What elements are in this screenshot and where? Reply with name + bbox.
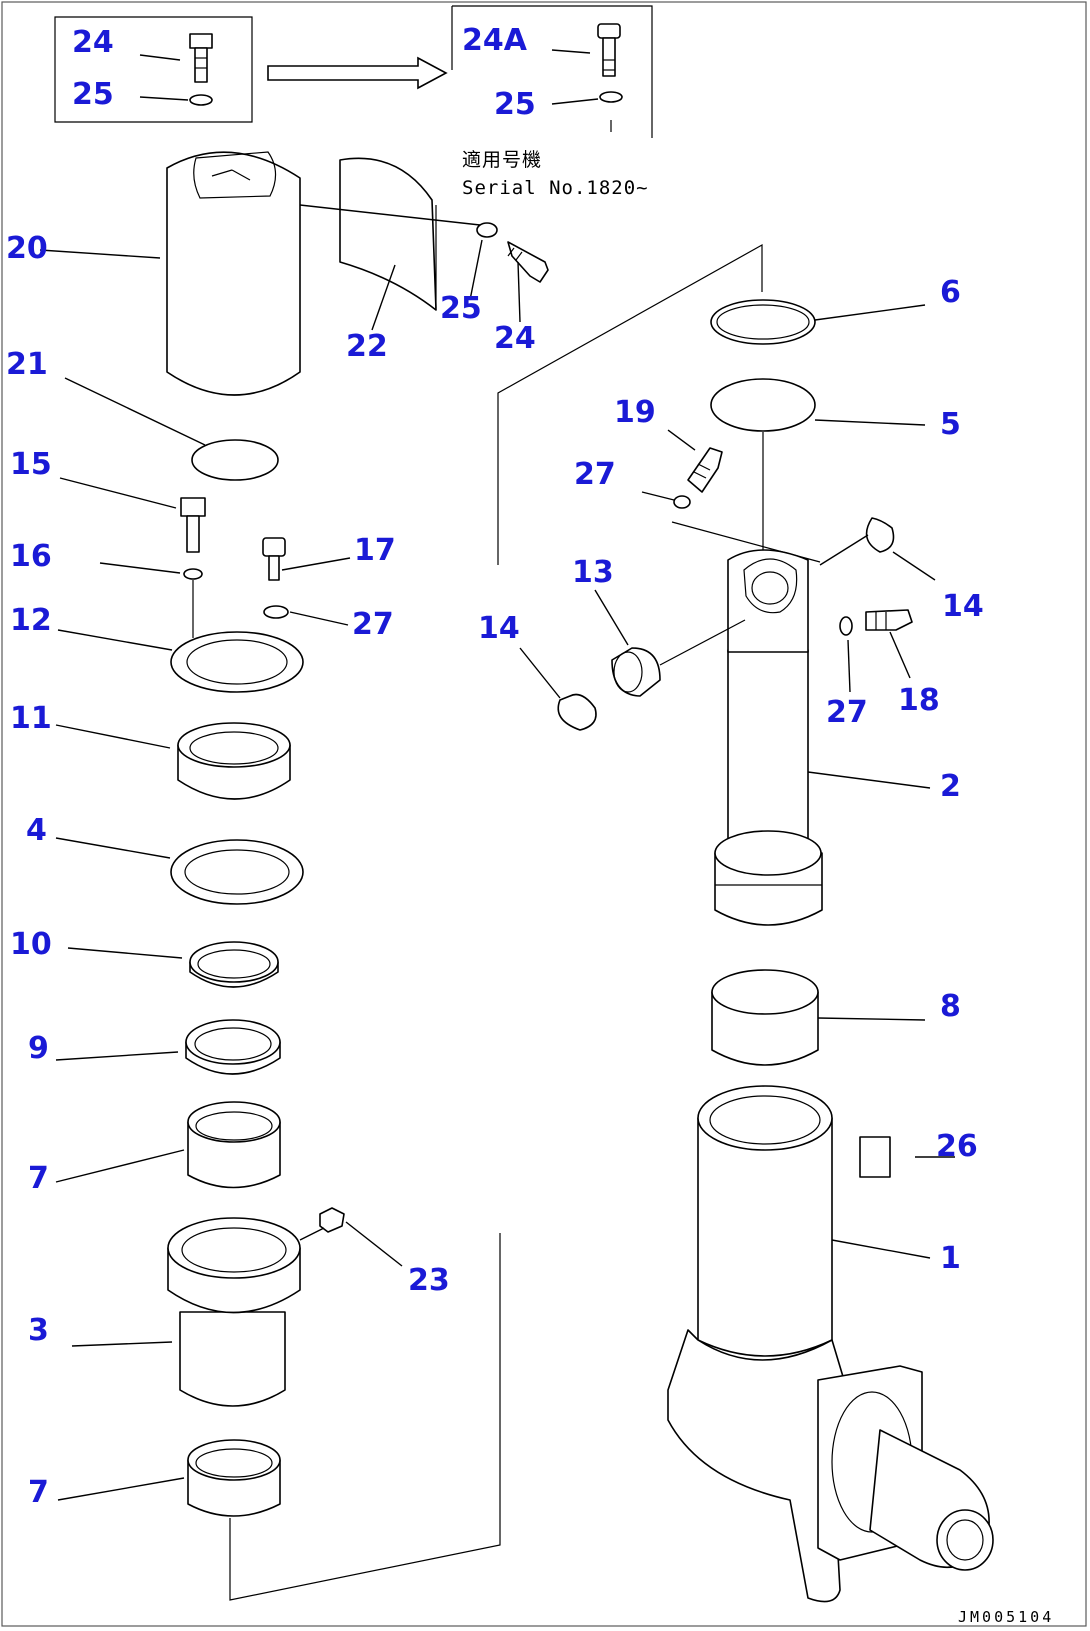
callout-27-fitting: 27 [574, 457, 616, 492]
callout-16: 16 [10, 539, 52, 574]
ring-part-4 [55, 837, 304, 905]
callout-14-left: 14 [478, 611, 520, 646]
callout-4: 4 [26, 813, 47, 848]
drawing-code: JM005104 [958, 1608, 1054, 1626]
callout-7-lower: 7 [28, 1475, 49, 1510]
callout-2: 2 [940, 769, 961, 804]
bolt-part-15 [59, 477, 206, 638]
callout-9: 9 [28, 1031, 49, 1066]
cover-part-20 [39, 151, 301, 396]
callout-24-old: 24 [72, 25, 114, 60]
cylinder-part-2 [714, 549, 931, 926]
callout-6: 6 [940, 275, 961, 310]
ring-part-10 [67, 941, 279, 988]
callout-18: 18 [898, 683, 940, 718]
callout-25-new: 25 [494, 87, 536, 122]
bushing-part-7-upper [55, 1101, 281, 1189]
callout-5: 5 [940, 407, 961, 442]
snap-ring-part-14-right [819, 517, 936, 581]
bearing-part-11 [55, 722, 291, 800]
ring-part-6 [710, 299, 926, 345]
callout-26: 26 [936, 1129, 978, 1164]
callout-1: 1 [940, 1241, 961, 1276]
callout-11: 11 [10, 701, 52, 736]
flange-part-12 [57, 629, 304, 693]
assembly-line-right [497, 243, 763, 565]
callout-25-old: 25 [72, 77, 114, 112]
callout-23: 23 [408, 1263, 450, 1298]
snap-ring-part-14-left [519, 647, 597, 731]
callout-17: 17 [354, 533, 396, 568]
bolt-part-17 [262, 537, 351, 626]
detail-box-new [451, 5, 653, 138]
callout-15: 15 [10, 447, 52, 482]
callout-3: 3 [28, 1313, 49, 1348]
serial-note-japanese: 適用号機 [462, 149, 542, 171]
transition-arrow [267, 56, 448, 90]
plate-part-26 [859, 1136, 955, 1178]
callout-22: 22 [346, 329, 388, 364]
bushing-part-13 [594, 589, 746, 697]
callout-27-bolt18: 27 [826, 695, 868, 730]
plate-part-22 [299, 157, 481, 331]
bolt-group-24-25 [469, 222, 549, 323]
ring-part-9 [55, 1019, 281, 1075]
serial-note-number: Serial No.1820~ [462, 177, 649, 199]
ring-part-21 [64, 377, 279, 481]
housing-part-3 [71, 1207, 403, 1407]
callout-13: 13 [572, 555, 614, 590]
callout-21: 21 [6, 347, 48, 382]
callout-24-cover: 24 [494, 321, 536, 356]
callout-14-right: 14 [942, 589, 984, 624]
bolt-part-18 [839, 609, 913, 693]
housing-part-1 [667, 1085, 994, 1603]
ring-part-5 [710, 378, 926, 555]
bushing-part-7-lower [57, 1439, 281, 1517]
callout-25-cover: 25 [440, 291, 482, 326]
callout-19: 19 [614, 395, 656, 430]
fitting-part-19 [641, 429, 821, 563]
callout-20: 20 [6, 231, 48, 266]
callout-24a: 24A [462, 23, 528, 58]
callout-27-bolt17: 27 [352, 607, 394, 642]
callout-12: 12 [10, 603, 52, 638]
assembly-line-left [229, 1233, 501, 1601]
callout-8: 8 [940, 989, 961, 1024]
callout-10: 10 [10, 927, 52, 962]
callout-labels: 24 25 24A 25 20 22 25 24 6 5 21 19 27 15… [6, 23, 984, 1510]
detail-box-old [54, 16, 253, 123]
sleeve-part-8 [711, 969, 926, 1066]
callout-7-upper: 7 [28, 1161, 49, 1196]
